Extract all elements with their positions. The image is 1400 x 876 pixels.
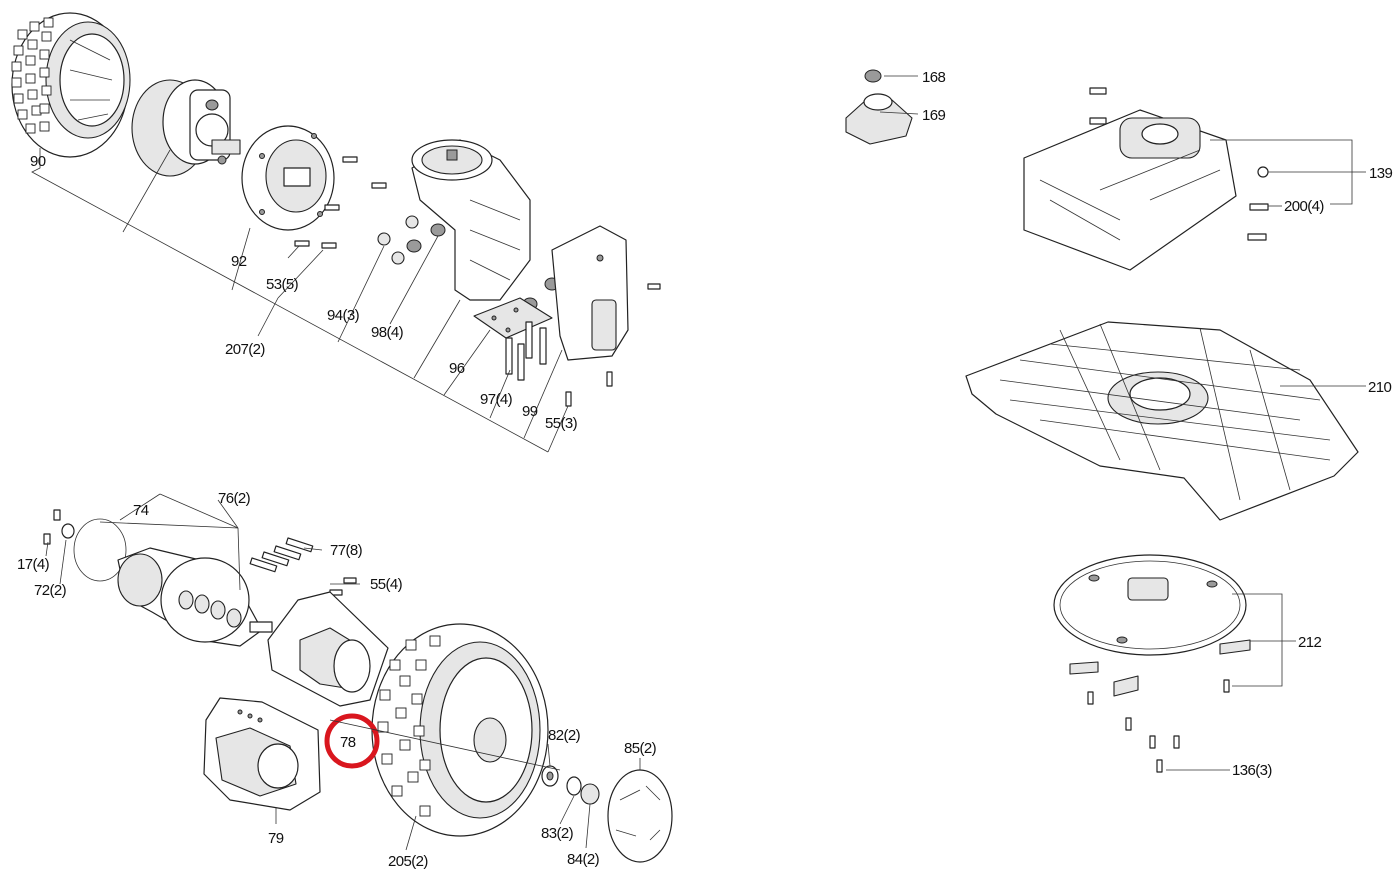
washer-part-72[interactable] [61,523,75,539]
chassis-group [845,69,1366,271]
label-205: 205(2) [388,853,428,870]
label-53: 53(5) [266,276,299,293]
label-74: 74 [133,502,149,519]
label-82: 82(2) [548,727,581,744]
label-94: 94(3) [327,307,360,324]
blade-disc-group [1053,554,1296,773]
screws-group-53[interactable] [294,156,387,249]
hub-cap-part-85[interactable] [607,769,673,863]
flange-plate-part-92[interactable] [241,125,335,231]
highlight-circle-78 [324,713,380,769]
motor-deck[interactable] [1023,109,1237,271]
label-83: 83(2) [541,825,574,842]
label-17: 17(4) [17,556,50,573]
leader-lines-blade [1166,593,1296,771]
body-shell-part-210[interactable] [965,321,1366,521]
gasket-part-78[interactable] [267,591,389,707]
leader-lines-top-right [879,75,1366,207]
label-76: 76(2) [218,490,251,507]
o-ring-part-74[interactable] [73,518,127,582]
housing-part-79[interactable] [203,697,321,811]
label-85: 85(2) [624,740,657,757]
label-99: 99 [522,403,538,420]
label-212: 212 [1298,634,1321,651]
tread-ring-part-90[interactable] [11,12,131,158]
screws-part-17[interactable] [43,509,61,545]
hub-assembly-group [11,12,661,453]
label-84: 84(2) [567,851,600,868]
blades-part-212[interactable] [1069,639,1251,697]
label-79: 79 [268,830,284,847]
wheel-part-205[interactable] [371,623,549,837]
label-98: 98(4) [371,324,404,341]
blade-disc[interactable] [1053,554,1247,656]
label-55a: 55(3) [545,415,578,432]
drive-motor[interactable] [117,547,273,647]
label-97: 97(4) [480,391,513,408]
label-207: 207(2) [225,341,265,358]
callout-labels: 90 92 53(5) 207(2) 94(3) 98(4) 96 97(4) … [17,69,1393,870]
bolts-group-200[interactable] [1089,87,1269,241]
label-90: 90 [30,153,46,170]
screw-part-139[interactable] [1257,166,1269,178]
motor-hub[interactable] [131,79,241,177]
leader-lines-top-left [31,148,569,453]
bolts-group-94[interactable] [377,215,419,265]
nut-part-168[interactable] [864,69,882,83]
label-55b: 55(4) [370,576,403,593]
cover-part-99[interactable] [551,225,629,361]
leader-lines-bottom-left [45,493,641,851]
label-72: 72(2) [34,582,67,599]
label-77: 77(8) [330,542,363,559]
label-169: 169 [922,107,945,124]
screws-group-77[interactable] [249,537,314,573]
bolts-group-97[interactable] [505,321,547,381]
screws-group-55b[interactable] [329,577,357,596]
label-139: 139 [1369,165,1392,182]
label-78: 78 [340,734,356,751]
label-92: 92 [231,253,247,270]
label-136: 136(3) [1232,762,1272,779]
screw-part-55a[interactable] [565,283,661,407]
label-168: 168 [922,69,945,86]
knob-part-169[interactable] [845,93,913,145]
washers-group-82-84[interactable] [541,765,600,805]
screws-part-136[interactable] [1087,679,1230,773]
wheel-motor-group [43,493,673,863]
motor-housing[interactable] [411,139,531,301]
label-210: 210 [1368,379,1391,396]
label-96: 96 [449,360,465,377]
label-200: 200(4) [1284,198,1324,215]
